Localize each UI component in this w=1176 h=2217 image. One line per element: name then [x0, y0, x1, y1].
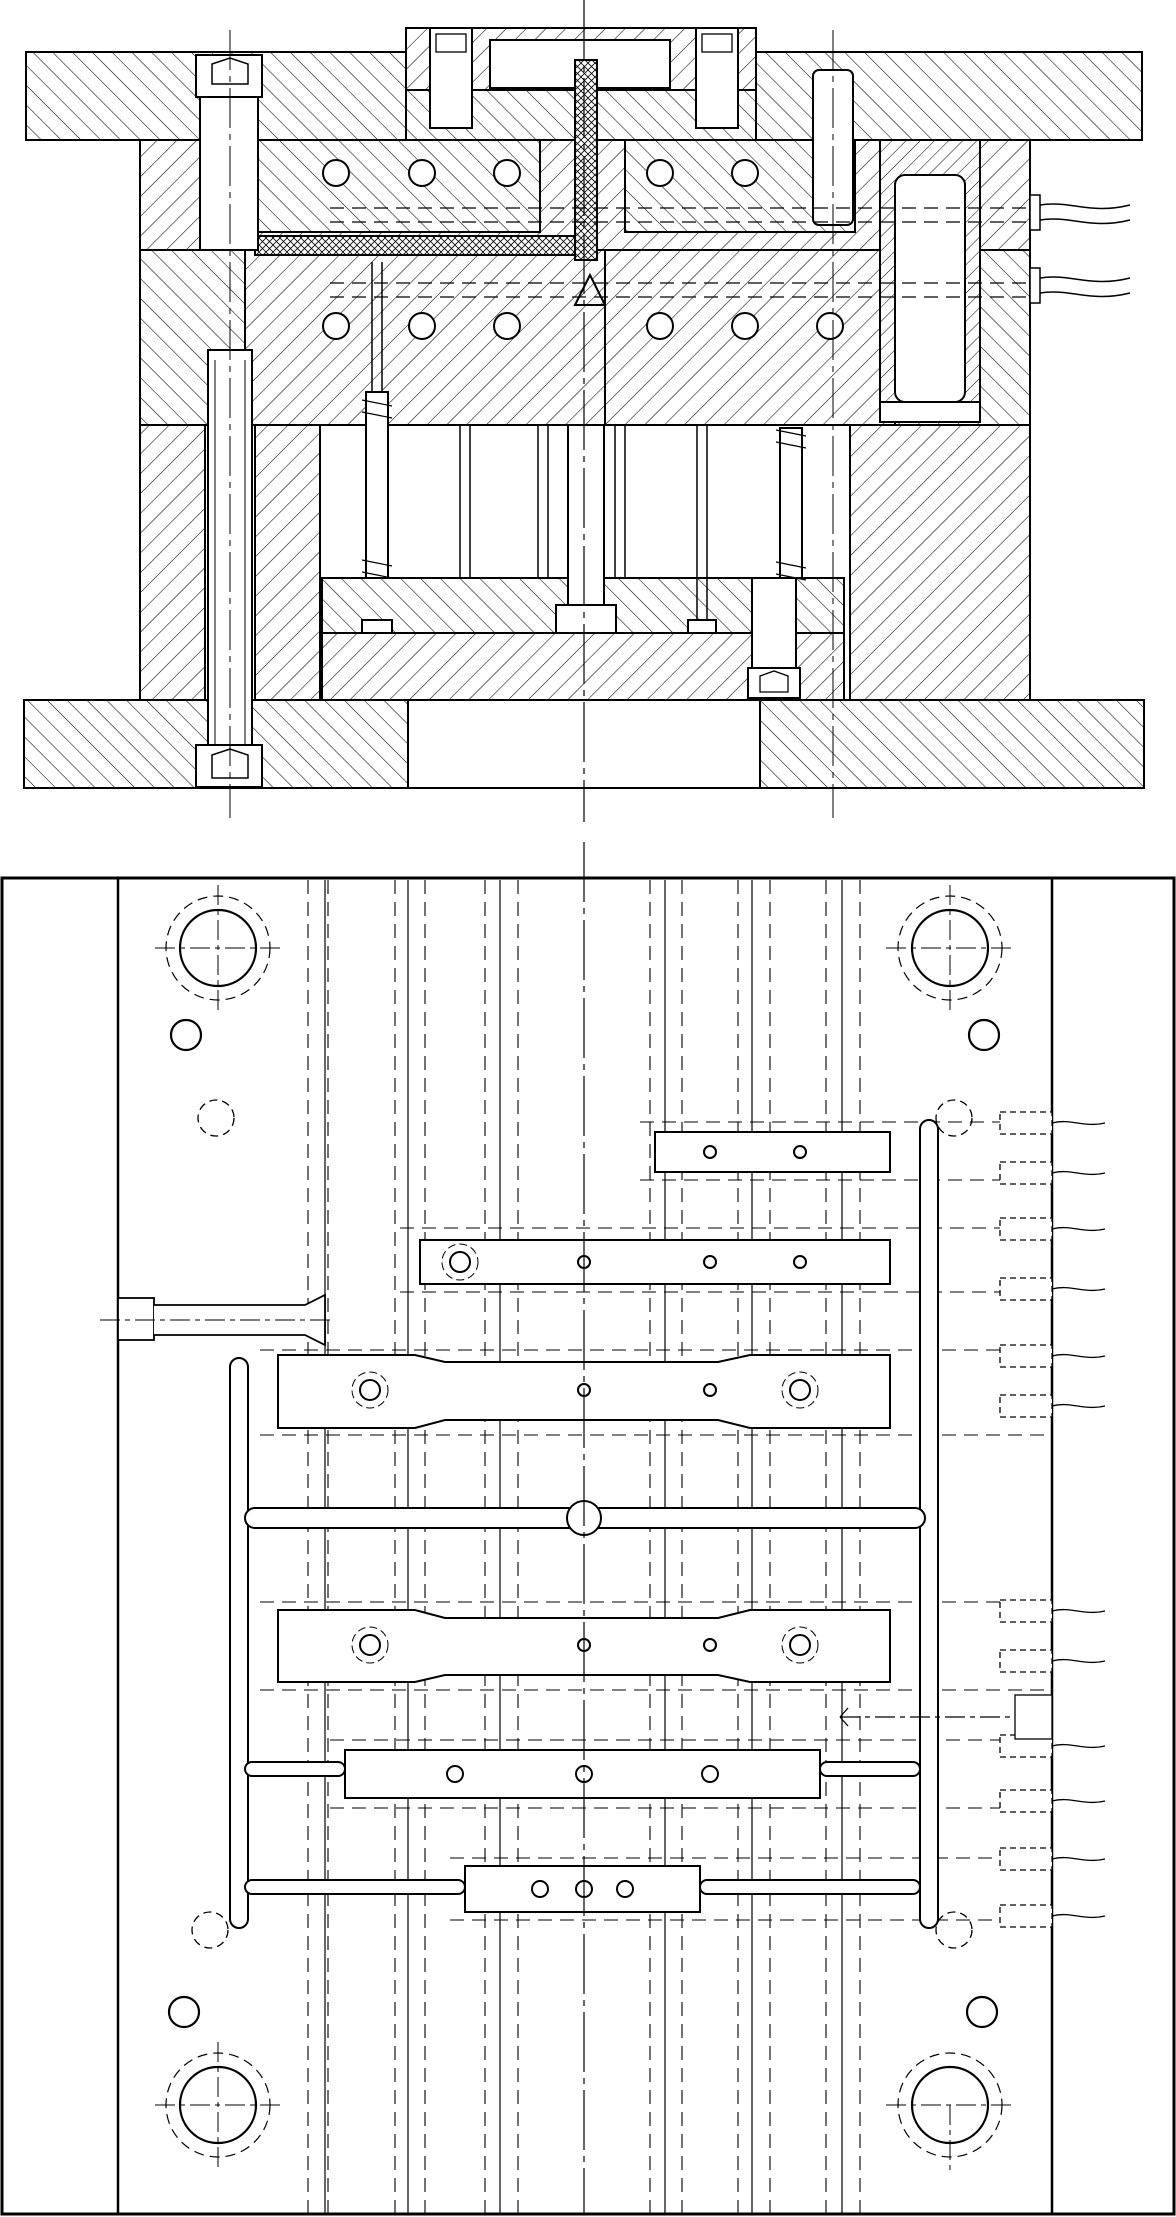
ejector-pin-head-left	[361, 619, 393, 634]
return-spring-right	[775, 429, 807, 581]
runner-system-plan	[229, 1119, 939, 1929]
section-view	[23, 0, 1145, 822]
side-injection-nozzle	[100, 1293, 330, 1347]
sprue-puller-pin	[567, 424, 605, 611]
cavity-5	[344, 1749, 821, 1799]
plan-coolant-fittings	[999, 1111, 1106, 1928]
cavity-insert-left	[244, 139, 541, 233]
cavity-2	[419, 1239, 891, 1285]
plan-outer-frame	[0, 876, 1176, 2216]
return-pin-right	[779, 427, 803, 579]
cavity-1	[654, 1131, 891, 1173]
socket-cap-screw-ejector	[751, 577, 797, 674]
cooling-channels-row-1	[322, 159, 759, 187]
ejector-pin-head-right	[687, 619, 717, 634]
return-pin-left	[365, 391, 389, 579]
return-spring-left	[361, 399, 393, 579]
bottom-clamp-plate-right	[759, 699, 1145, 789]
sprue-puller-head	[555, 604, 617, 634]
plan-hidden-ejector-lines	[307, 880, 861, 2214]
sprue-bushing	[574, 59, 598, 261]
coolant-hoses-section	[1029, 194, 1131, 304]
plan-view	[0, 842, 1176, 2216]
cavity-6	[464, 1865, 701, 1913]
cooling-channels-row-2	[322, 312, 844, 340]
spacer-block-right	[849, 424, 1031, 701]
